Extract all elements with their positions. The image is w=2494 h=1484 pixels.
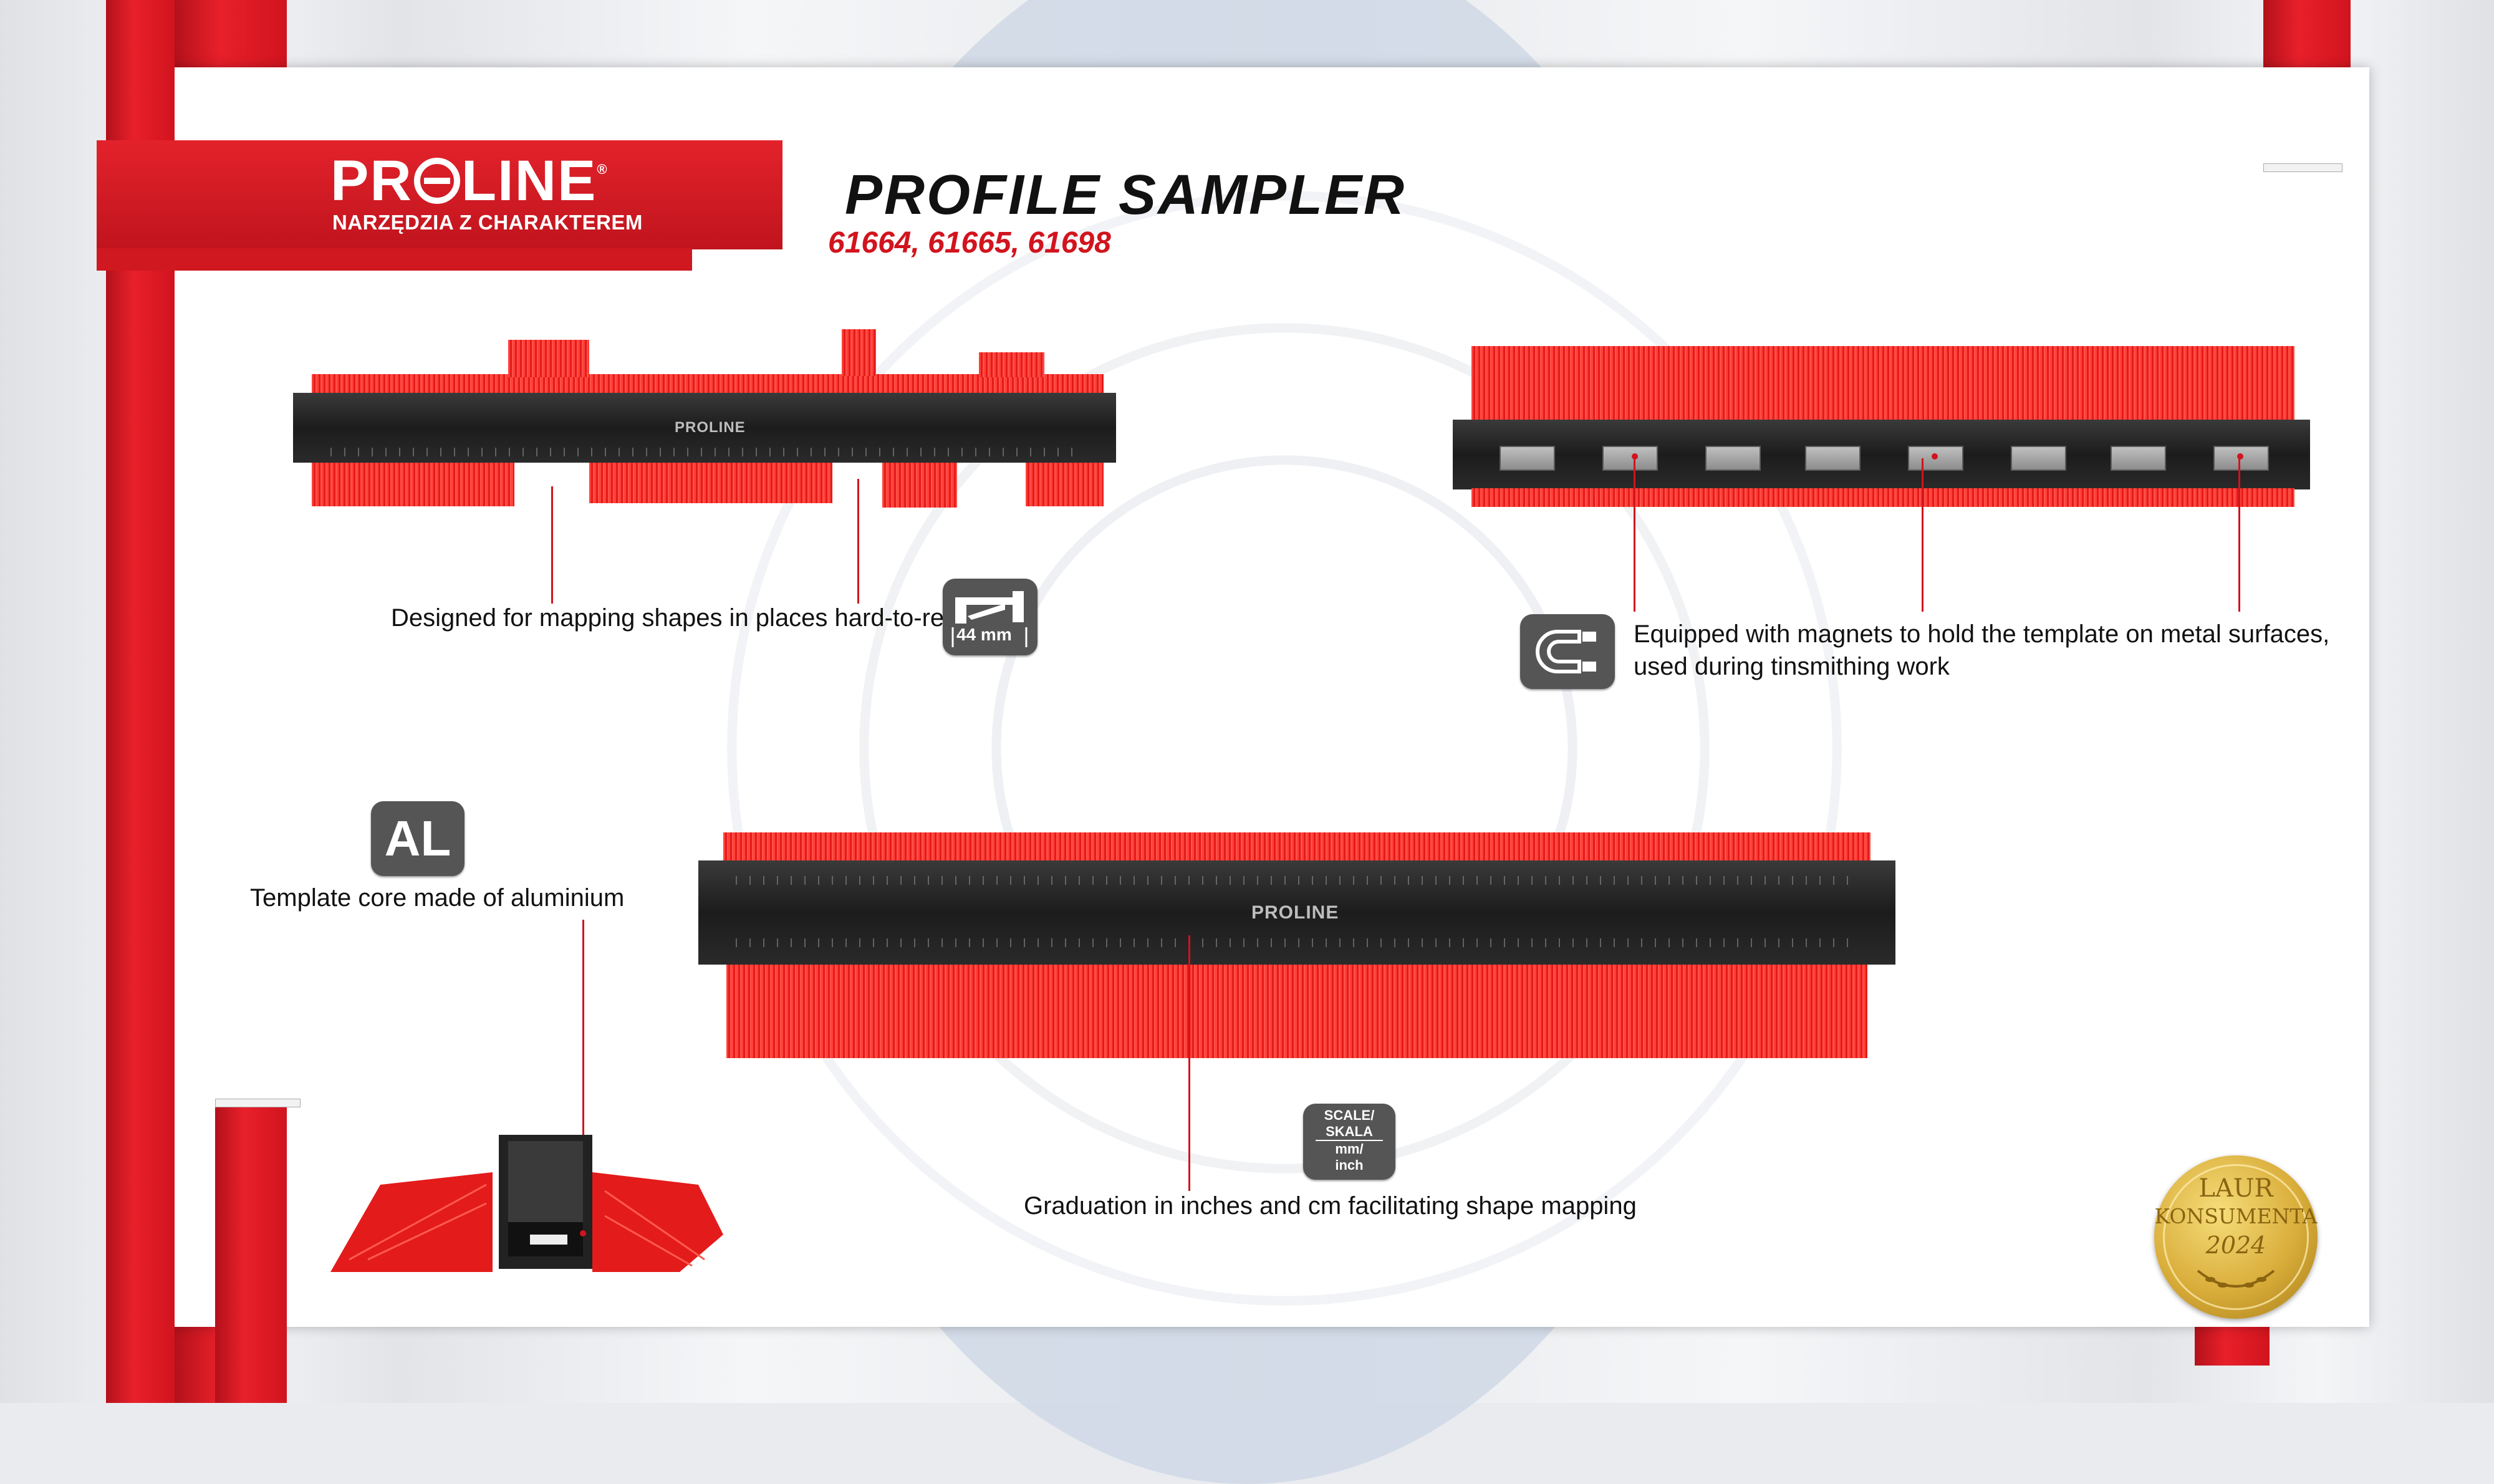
award-line2: KONSUMENTA: [2154, 1204, 2318, 1228]
scale-badge-text: SCALE/: [1324, 1107, 1375, 1123]
feature-graduation: Graduation in inches and cm facilitating…: [1024, 1192, 1637, 1220]
feature-hard-to-reach: Designed for mapping shapes in places ha…: [391, 604, 985, 632]
proline-logo: PR LINE®: [330, 148, 609, 214]
red-frame-bar-lower: [215, 1104, 287, 1403]
depth-badge-text: 44 mm: [956, 625, 1012, 644]
logo-o-icon: [413, 158, 460, 204]
feature-aluminium: Template core made of aluminium: [250, 884, 625, 912]
ruler-logo: PROLINE: [675, 419, 746, 436]
leader-line: [857, 479, 859, 604]
scale-badge-text: SKALA: [1316, 1124, 1383, 1141]
product-sampler-magnetic: [1453, 346, 2313, 521]
scale-badge-text: mm/: [1335, 1141, 1364, 1157]
leader-line: [582, 920, 584, 1235]
aluminium-icon: AL: [371, 801, 465, 876]
feature-magnets-line1: Equipped with magnets to hold the templa…: [1634, 620, 2330, 648]
logo-registered: ®: [597, 161, 609, 177]
product-sampler-angled: [330, 1135, 729, 1278]
magnet-icon: [1520, 614, 1615, 689]
award-line1: LAUR: [2198, 1174, 2273, 1203]
leader-line: [1188, 935, 1190, 1191]
leader-line: [1634, 458, 1635, 612]
product-codes: 61664, 61665, 61698: [828, 226, 1111, 259]
frame-bar-cap: [215, 1099, 301, 1107]
product-sampler-large: PROLINE: [698, 832, 1895, 1066]
product-sampler-profiled: PROLINE: [293, 324, 1122, 536]
laurel-icon: [2163, 1164, 2309, 1310]
leader-line: [551, 486, 553, 604]
frame-bar-cap-right: [2263, 163, 2342, 172]
page-title: PROFILE SAMPLER: [845, 164, 1407, 226]
depth-44mm-icon: 44 mm: [943, 579, 1038, 655]
brand-tagline: NARZĘDZIA Z CHARAKTEREM: [332, 211, 643, 234]
feature-magnets-line2: used during tinsmithing work: [1634, 653, 1950, 680]
leader-line: [2238, 458, 2240, 612]
logo-post: LINE: [461, 149, 597, 213]
award-year: 2024: [2205, 1231, 2266, 1259]
logo-pre: PR: [330, 149, 413, 213]
scale-badge-text: inch: [1335, 1157, 1364, 1173]
laur-konsumenta-award: LAUR KONSUMENTA 2024: [2154, 1155, 2318, 1319]
scale-icon: SCALE/ SKALA mm/ inch: [1303, 1104, 1395, 1180]
brand-banner-underline: [97, 248, 692, 271]
ruler-logo: PROLINE: [1251, 902, 1339, 923]
leader-line: [1922, 458, 1923, 612]
